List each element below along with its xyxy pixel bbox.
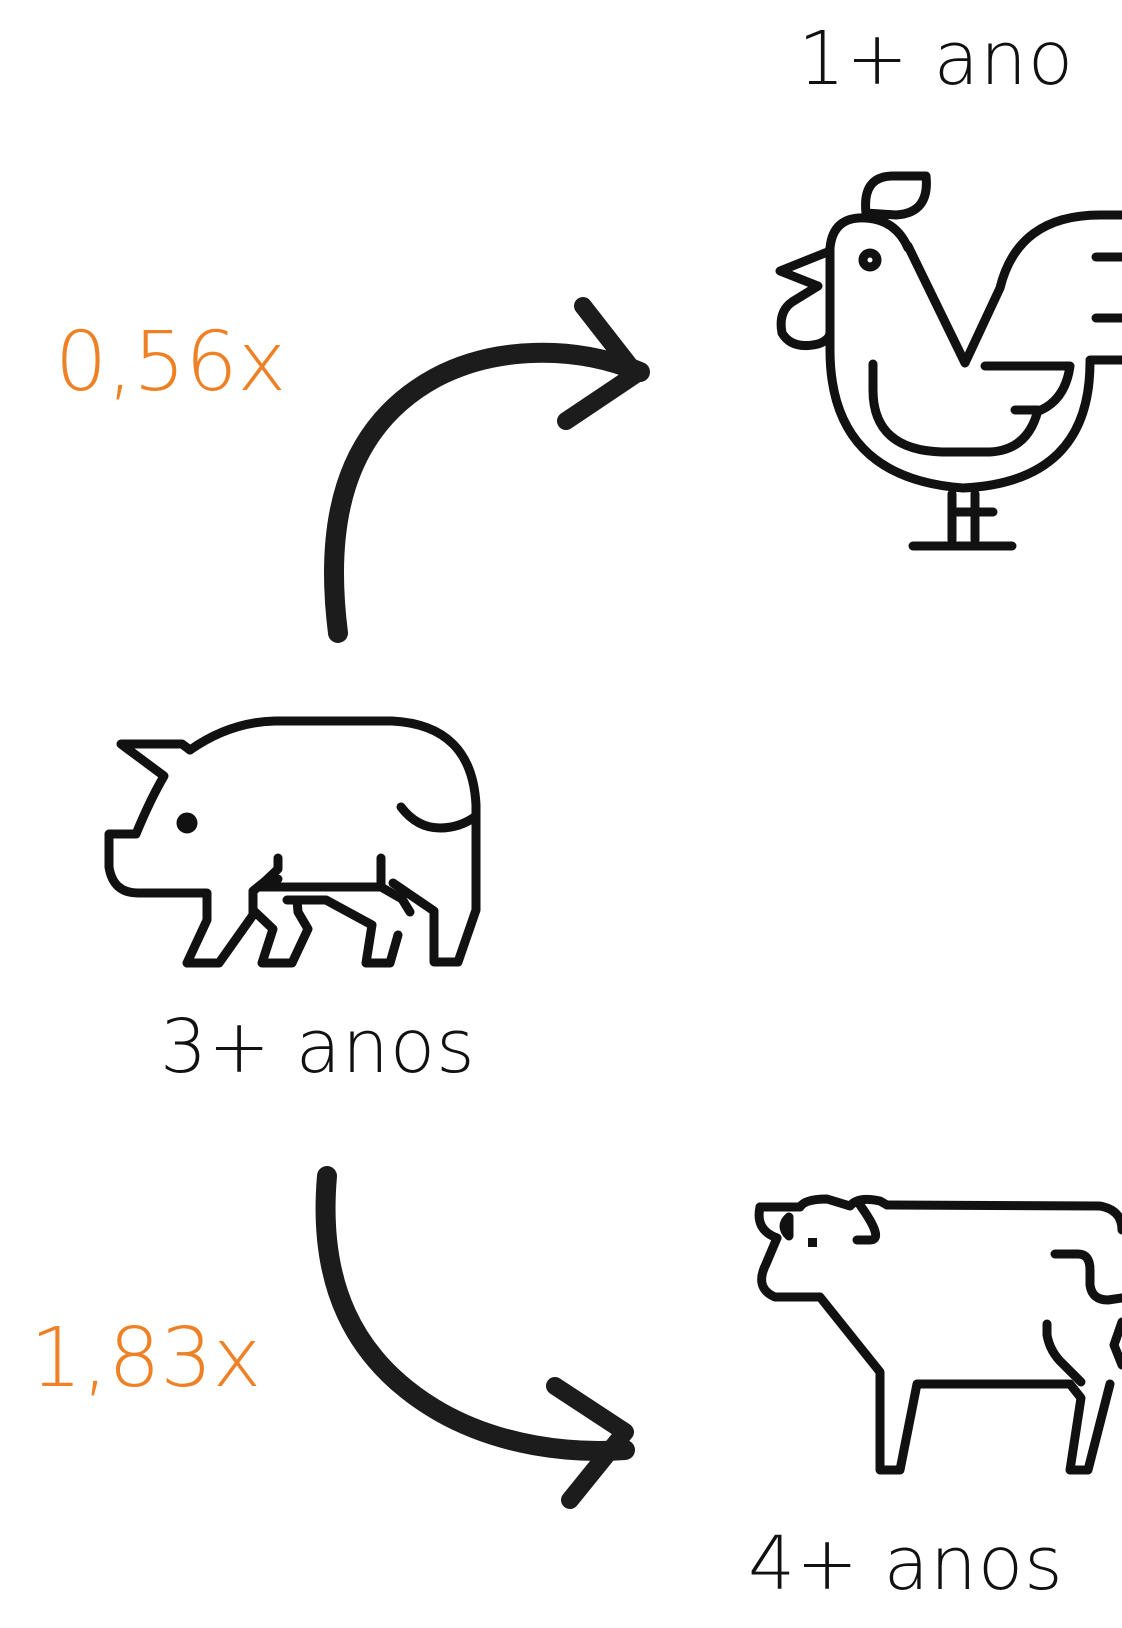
cow-duration-label: 4+ anos (748, 1521, 1064, 1607)
chicken-icon (775, 171, 1122, 551)
chicken-duration-label: 1+ ano (798, 16, 1075, 102)
ratio-pig-to-chicken: 0,56x (55, 315, 287, 410)
pig-icon (104, 716, 481, 968)
ratio-pig-to-cow: 1,83x (30, 1311, 262, 1406)
arrow-to-cow (315, 1166, 635, 1509)
pig-duration-label: 3+ anos (160, 1004, 476, 1090)
arrow-to-chicken (324, 297, 650, 643)
cow-icon (754, 1194, 1122, 1475)
